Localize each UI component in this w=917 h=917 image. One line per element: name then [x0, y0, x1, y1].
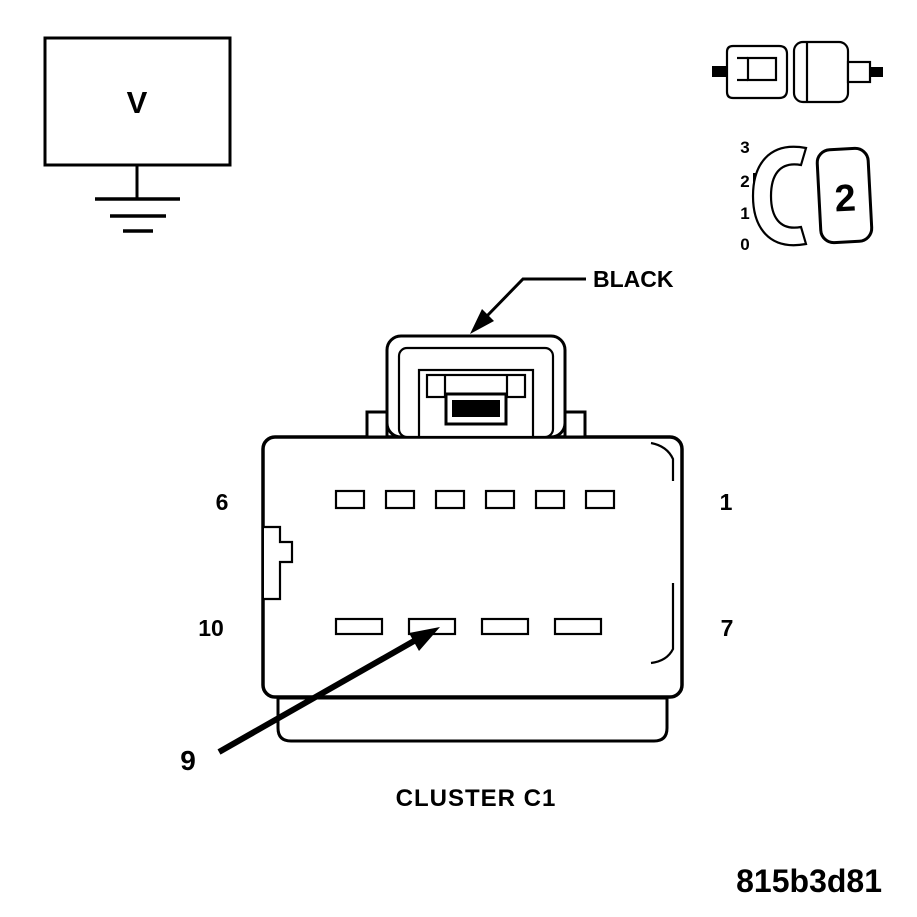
pin-label-7: 7 — [721, 615, 734, 641]
pin-9-label: 9 — [180, 745, 196, 776]
pin-cavity — [334, 489, 366, 510]
pin-label-10: 10 — [198, 615, 224, 641]
terminal-ring — [751, 145, 808, 247]
figure-code: 815b3d81 — [736, 863, 882, 899]
pin-cavity — [384, 489, 416, 510]
black-wire-callout: BLACK — [470, 266, 674, 334]
pin-labels: 6 1 10 7 — [198, 489, 733, 641]
pin-cavity — [484, 489, 516, 510]
scale-label-3: 3 — [740, 138, 749, 157]
scale-label-2: 2 — [740, 172, 749, 191]
terminal-end-view-icon: 3 2 1 0 2 — [740, 138, 874, 254]
pin-row-bottom — [334, 617, 603, 636]
pin-label-6: 6 — [216, 489, 229, 515]
inner-corner-top-right — [650, 441, 675, 481]
connector-latch — [365, 334, 587, 439]
latch-tab-left — [365, 410, 389, 439]
connector-lower-shell — [276, 696, 669, 743]
latch-button — [452, 400, 500, 417]
terminal-callout-card: 2 — [815, 146, 874, 245]
pin-9-arrowhead-icon — [409, 627, 440, 651]
terminal-body-right — [792, 40, 850, 104]
wire-stub-right — [870, 67, 883, 77]
pin-cavity — [534, 489, 566, 510]
pin-cavity — [434, 489, 466, 510]
pin-label-1: 1 — [720, 489, 733, 515]
ground-icon — [95, 197, 180, 233]
connector-body — [261, 435, 684, 743]
pin-cavity — [584, 489, 616, 510]
pin-9-callout: 9 — [180, 627, 440, 776]
terminal-callout-label: 2 — [834, 177, 857, 220]
connector-shell — [261, 435, 684, 699]
pin-9-leader-line — [217, 638, 416, 755]
scale-label-1: 1 — [740, 204, 749, 223]
callout-leader-line — [484, 277, 586, 319]
terminal-slot — [746, 56, 778, 82]
pin-cavity — [334, 617, 384, 636]
pin-cavity — [480, 617, 530, 636]
callout-arrowhead-icon — [470, 309, 494, 334]
voltmeter-label: V — [127, 85, 148, 120]
latch-tab-right — [563, 410, 587, 439]
diagram-caption: CLUSTER C1 — [396, 785, 557, 812]
scale-label-0: 0 — [740, 235, 749, 254]
keying-rib — [264, 525, 294, 601]
voltmeter-symbol: V — [43, 36, 232, 233]
wire-color-label: BLACK — [593, 266, 674, 292]
terminal-side-view-icon — [712, 40, 883, 104]
pin-row-top — [334, 489, 616, 510]
inner-corner-bottom-right — [650, 583, 675, 665]
wire-seal — [846, 60, 872, 84]
pin-cavity — [553, 617, 603, 636]
wire-stub-left — [712, 66, 728, 77]
voltmeter-box — [43, 36, 232, 167]
